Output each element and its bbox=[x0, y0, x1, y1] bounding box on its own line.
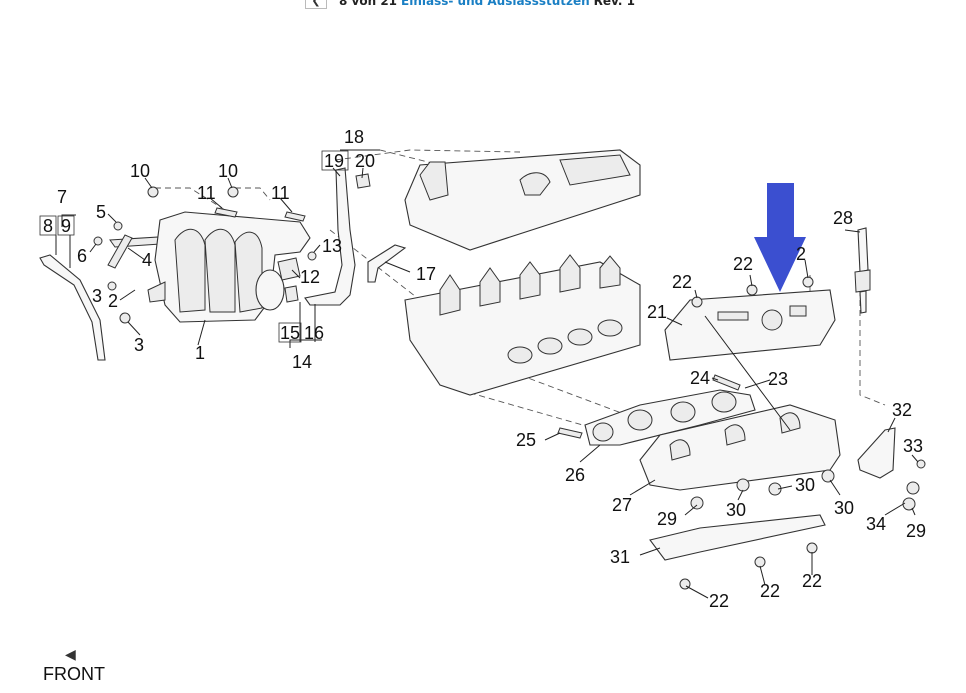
callout-25[interactable]: 25 bbox=[516, 430, 536, 450]
callout-8[interactable]: 8 bbox=[43, 216, 53, 236]
manifold-rail-lower bbox=[107, 234, 133, 269]
o-ring bbox=[307, 251, 317, 261]
leader-lines bbox=[55, 149, 919, 599]
fasteners bbox=[93, 186, 926, 590]
pcv-hose bbox=[367, 244, 407, 283]
callout-1[interactable]: 1 bbox=[195, 343, 205, 363]
section-link[interactable]: Einlass- und Auslassstutzen bbox=[401, 0, 590, 8]
front-indicator: FRONT bbox=[43, 664, 105, 684]
callout-29b[interactable]: 29 bbox=[906, 521, 926, 541]
callout-19[interactable]: 19 bbox=[324, 151, 344, 171]
page-header: ❮ 8 von 21 Einlass- und Auslassstutzen R… bbox=[305, 0, 635, 9]
callout-22c[interactable]: 22 bbox=[709, 591, 729, 611]
callout-30[interactable]: 30 bbox=[795, 475, 815, 495]
exhaust-manifold bbox=[639, 404, 841, 491]
callout-5[interactable]: 5 bbox=[96, 202, 106, 222]
callout-32[interactable]: 32 bbox=[892, 400, 912, 420]
callout-30b[interactable]: 30 bbox=[726, 500, 746, 520]
stud-lower bbox=[557, 427, 583, 439]
callout-11b[interactable]: 11 bbox=[271, 183, 290, 203]
callout-11[interactable]: 11 bbox=[197, 183, 216, 203]
callout-22e[interactable]: 22 bbox=[802, 571, 822, 591]
callout-14[interactable]: 14 bbox=[292, 352, 312, 372]
callout-22[interactable]: 22 bbox=[672, 272, 692, 292]
callout-13[interactable]: 13 bbox=[322, 236, 342, 256]
oxygen-sensor bbox=[854, 227, 871, 314]
callout-23[interactable]: 23 bbox=[768, 369, 788, 389]
chevron-left-icon: ❮ bbox=[311, 0, 321, 7]
callout-18[interactable]: 18 bbox=[344, 127, 364, 147]
callout-labels: 1 2 3 3 4 5 6 7 8 9 10 10 11 11 12 13 14… bbox=[39, 127, 926, 611]
cylinder-head bbox=[404, 254, 641, 396]
heat-shield-lower bbox=[649, 514, 826, 561]
callout-33[interactable]: 33 bbox=[903, 436, 923, 456]
stud-upper bbox=[712, 374, 741, 391]
callout-9[interactable]: 9 bbox=[61, 216, 71, 236]
front-arrow-icon: ◀ bbox=[65, 646, 76, 662]
callout-20[interactable]: 20 bbox=[355, 151, 375, 171]
callout-3b[interactable]: 3 bbox=[134, 335, 144, 355]
sensor-bracket bbox=[857, 427, 896, 479]
callout-24[interactable]: 24 bbox=[690, 368, 710, 388]
intake-manifold bbox=[147, 211, 311, 323]
callout-3[interactable]: 3 bbox=[92, 286, 102, 306]
callout-16[interactable]: 16 bbox=[304, 323, 324, 343]
revision-text: Rev. 1 bbox=[593, 0, 635, 8]
vent-pipe bbox=[39, 254, 106, 361]
back-button[interactable]: ❮ bbox=[305, 0, 327, 9]
callout-2[interactable]: 2 bbox=[108, 291, 118, 311]
heat-shield-upper bbox=[664, 289, 836, 361]
valve-cover bbox=[404, 149, 641, 251]
callout-26[interactable]: 26 bbox=[565, 465, 585, 485]
callout-29[interactable]: 29 bbox=[657, 509, 677, 529]
callout-28[interactable]: 28 bbox=[833, 208, 853, 228]
callout-17[interactable]: 17 bbox=[416, 264, 436, 284]
throttle-sensor bbox=[277, 257, 301, 281]
callout-4[interactable]: 4 bbox=[142, 250, 152, 270]
callout-21[interactable]: 21 bbox=[647, 302, 667, 322]
callout-31[interactable]: 31 bbox=[610, 547, 630, 567]
callout-27[interactable]: 27 bbox=[612, 495, 632, 515]
callout-10b[interactable]: 10 bbox=[218, 161, 238, 181]
callout-22b[interactable]: 22 bbox=[733, 254, 753, 274]
breather-hose bbox=[304, 167, 356, 306]
callout-34[interactable]: 34 bbox=[866, 514, 886, 534]
callout-15[interactable]: 15 bbox=[280, 323, 300, 343]
callout-10[interactable]: 10 bbox=[130, 161, 150, 181]
page-counter: 8 von 21 bbox=[339, 0, 398, 8]
callout-12[interactable]: 12 bbox=[300, 267, 320, 287]
callout-22d[interactable]: 22 bbox=[760, 581, 780, 601]
callout-7[interactable]: 7 bbox=[57, 187, 67, 207]
hose-clip bbox=[284, 285, 299, 303]
highlight-arrow bbox=[754, 183, 806, 292]
exhaust-gasket bbox=[584, 389, 756, 446]
hose-clamp bbox=[355, 173, 371, 189]
callout-6[interactable]: 6 bbox=[77, 246, 87, 266]
callout-22f[interactable]: 2 bbox=[796, 244, 806, 264]
callout-30c[interactable]: 30 bbox=[834, 498, 854, 518]
